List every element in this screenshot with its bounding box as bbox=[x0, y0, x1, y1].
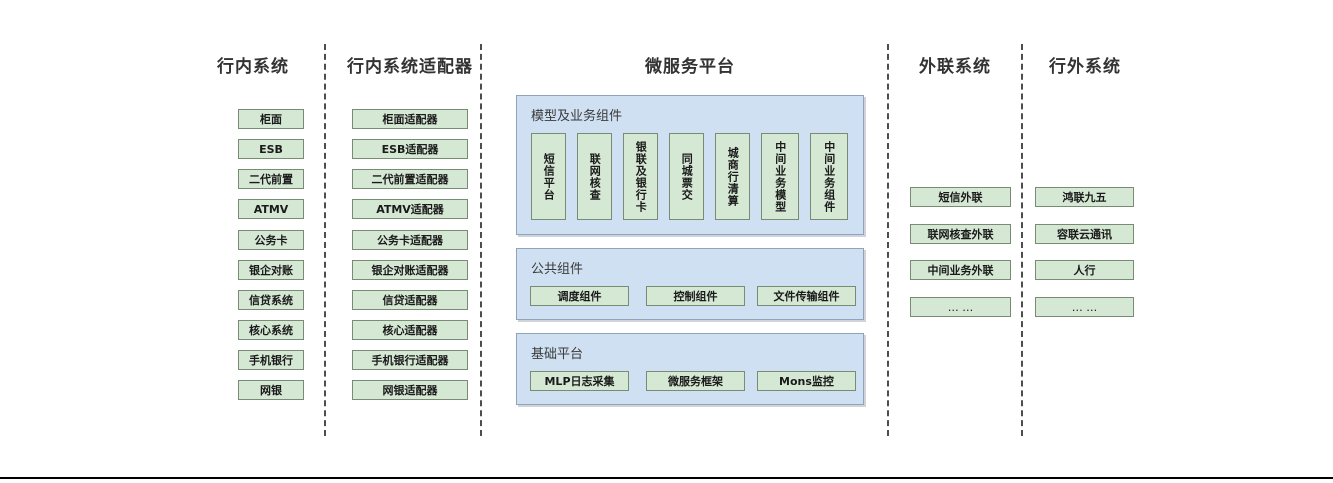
column-title-external-link-systems: 外联系统 bbox=[919, 57, 991, 77]
column-separator-4 bbox=[1021, 44, 1023, 436]
node-base-platform-component[interactable]: Mons监控 bbox=[757, 371, 856, 391]
node-label: 短信平台 bbox=[542, 152, 556, 201]
node-in-bank-adapter[interactable]: 二代前置适配器 bbox=[352, 169, 468, 189]
node-in-bank-adapter[interactable]: 手机银行适配器 bbox=[352, 350, 468, 370]
panel-label-base-platform: 基础平台 bbox=[531, 347, 584, 362]
node-in-bank-system[interactable]: 核心系统 bbox=[238, 320, 304, 340]
node-in-bank-adapter[interactable]: 银企对账适配器 bbox=[352, 260, 468, 280]
node-model-component[interactable]: 银联及银行卡 bbox=[623, 133, 658, 220]
node-external-link-system[interactable]: 短信外联 bbox=[910, 187, 1011, 207]
node-external-link-system[interactable]: 联网核查外联 bbox=[910, 224, 1011, 244]
column-separator-3 bbox=[887, 44, 889, 436]
panel-public-components: 公共组件 bbox=[516, 248, 864, 320]
node-in-bank-system[interactable]: ATMV bbox=[238, 199, 304, 219]
node-label: 城商行清算 bbox=[726, 146, 740, 207]
node-out-of-bank-system[interactable]: 容联云通讯 bbox=[1035, 224, 1134, 244]
node-model-component[interactable]: 中间业务组件 bbox=[810, 133, 848, 220]
node-in-bank-system[interactable]: 网银 bbox=[238, 380, 304, 400]
bottom-divider bbox=[0, 477, 1333, 479]
node-label: 银联及银行卡 bbox=[634, 140, 648, 213]
node-out-of-bank-system[interactable]: 人行 bbox=[1035, 260, 1134, 280]
node-out-of-bank-system[interactable]: 鸿联九五 bbox=[1035, 187, 1134, 207]
node-in-bank-adapter[interactable]: 网银适配器 bbox=[352, 380, 468, 400]
node-label: 联网核查 bbox=[588, 152, 602, 201]
node-model-component[interactable]: 城商行清算 bbox=[715, 133, 750, 220]
node-in-bank-system[interactable]: 二代前置 bbox=[238, 169, 304, 189]
node-base-platform-component[interactable]: MLP日志采集 bbox=[530, 371, 629, 391]
node-label: 中间业务组件 bbox=[822, 140, 836, 213]
node-model-component[interactable]: 短信平台 bbox=[531, 133, 566, 220]
column-separator-1 bbox=[324, 44, 326, 436]
node-in-bank-adapter[interactable]: 信贷适配器 bbox=[352, 290, 468, 310]
node-in-bank-system[interactable]: 手机银行 bbox=[238, 350, 304, 370]
node-model-component[interactable]: 同城票交 bbox=[669, 133, 704, 220]
node-in-bank-adapter[interactable]: ESB适配器 bbox=[352, 139, 468, 159]
node-public-component[interactable]: 调度组件 bbox=[530, 286, 629, 306]
node-in-bank-adapter[interactable]: 柜面适配器 bbox=[352, 109, 468, 129]
platform-title: 微服务平台 bbox=[645, 57, 735, 77]
panel-label-model-and-business-components: 模型及业务组件 bbox=[531, 109, 623, 124]
node-in-bank-system[interactable]: 银企对账 bbox=[238, 260, 304, 280]
node-out-of-bank-system-more[interactable]: … … bbox=[1035, 297, 1134, 317]
column-title-in-bank-adapters: 行内系统适配器 bbox=[347, 57, 473, 77]
node-in-bank-system[interactable]: 柜面 bbox=[238, 109, 304, 129]
node-external-link-system-more[interactable]: … … bbox=[910, 297, 1011, 317]
node-external-link-system[interactable]: 中间业务外联 bbox=[910, 260, 1011, 280]
column-title-in-bank-systems: 行内系统 bbox=[217, 57, 289, 77]
node-base-platform-component[interactable]: 微服务框架 bbox=[646, 371, 745, 391]
node-model-component[interactable]: 联网核查 bbox=[577, 133, 612, 220]
column-separator-2 bbox=[480, 44, 482, 436]
panel-label-public-components: 公共组件 bbox=[531, 262, 584, 277]
node-in-bank-adapter[interactable]: 公务卡适配器 bbox=[352, 230, 468, 250]
node-in-bank-adapter[interactable]: ATMV适配器 bbox=[352, 199, 468, 219]
column-title-out-of-bank-systems: 行外系统 bbox=[1049, 57, 1121, 77]
node-label: 中间业务模型 bbox=[773, 140, 787, 213]
node-public-component[interactable]: 文件传输组件 bbox=[757, 286, 856, 306]
panel-base-platform: 基础平台 bbox=[516, 333, 864, 405]
node-model-component[interactable]: 中间业务模型 bbox=[761, 133, 799, 220]
node-in-bank-system[interactable]: ESB bbox=[238, 139, 304, 159]
node-in-bank-adapter[interactable]: 核心适配器 bbox=[352, 320, 468, 340]
node-public-component[interactable]: 控制组件 bbox=[646, 286, 745, 306]
node-in-bank-system[interactable]: 公务卡 bbox=[238, 230, 304, 250]
node-label: 同城票交 bbox=[680, 152, 694, 201]
node-in-bank-system[interactable]: 信贷系统 bbox=[238, 290, 304, 310]
